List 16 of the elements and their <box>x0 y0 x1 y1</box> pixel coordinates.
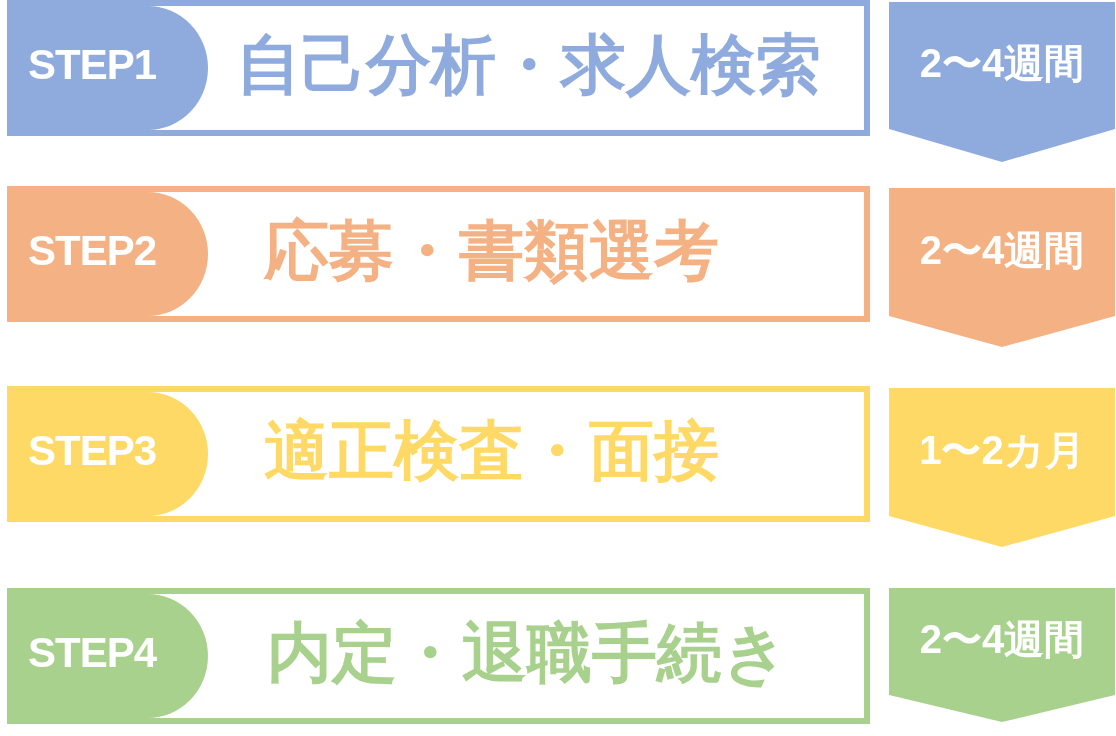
step-box <box>7 186 870 322</box>
step-title: 内定・退職手続き <box>267 616 789 689</box>
step-title: 応募・書類選考 <box>264 214 719 287</box>
step-title: 自己分析・求人検索 <box>236 28 821 101</box>
step-box <box>7 386 870 522</box>
step-title: 適正検査・面接 <box>264 414 719 487</box>
down-arrow-box: 2〜4週間 <box>889 588 1115 722</box>
step-box <box>7 588 870 724</box>
down-arrow-box: 2〜4週間 <box>889 188 1115 347</box>
step-box <box>7 0 870 136</box>
step-tab: STEP3 <box>13 392 208 516</box>
down-arrow-box: 2〜4週間 <box>889 2 1115 162</box>
step-tab: STEP1 <box>13 6 208 130</box>
down-arrow-box: 1〜2カ月 <box>889 388 1115 547</box>
step-tab: STEP4 <box>13 594 208 718</box>
step-tab: STEP2 <box>13 192 208 316</box>
